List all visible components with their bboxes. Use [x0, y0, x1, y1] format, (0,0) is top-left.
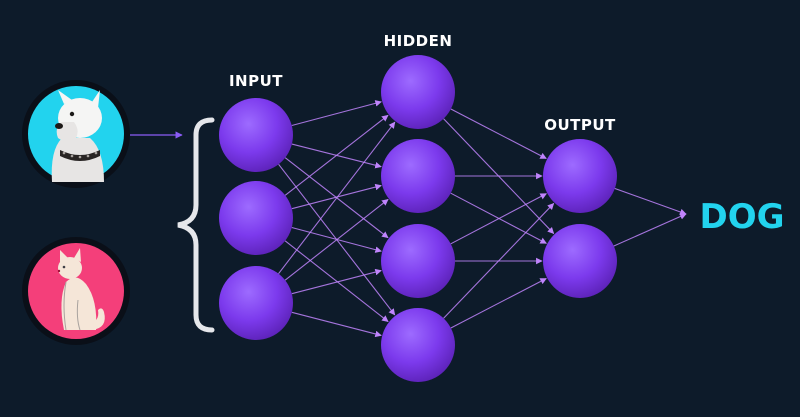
connection-input-3-to-hidden-4 — [291, 311, 382, 338]
input-neuron-2 — [219, 181, 293, 255]
hidden-layer-label: HIDDEN — [384, 32, 453, 50]
hidden-neuron-2 — [381, 139, 455, 213]
output-neuron-1 — [543, 139, 617, 213]
hidden-neuron-3 — [381, 224, 455, 298]
hidden-neuron-1 — [381, 55, 455, 129]
cat-icon — [57, 248, 105, 331]
connection-input-3-to-hidden-3 — [291, 268, 382, 295]
input-neuron-3 — [219, 266, 293, 340]
dog-icon — [51, 90, 104, 182]
connections — [278, 100, 687, 338]
hidden-neuron-4 — [381, 308, 455, 382]
connection-input-2-to-hidden-4 — [284, 240, 389, 322]
connection-hidden-1-to-output-1 — [450, 108, 547, 159]
input-bracket — [177, 117, 215, 333]
result-label: DOG — [699, 197, 784, 237]
connection-hidden-3-to-output-1 — [450, 193, 547, 245]
connection-input-2-to-hidden-2 — [291, 183, 382, 210]
dog-image — [22, 80, 130, 188]
output-neuron-2 — [543, 224, 617, 298]
connection-hidden-4-to-output-2 — [450, 278, 547, 329]
input-layer-label: INPUT — [229, 72, 283, 90]
connection-input-2-to-hidden-1 — [284, 114, 389, 196]
connection-hidden-4-to-output-1 — [443, 202, 555, 319]
neurons — [219, 55, 617, 382]
output-layer-label: OUTPUT — [544, 116, 616, 134]
connection-input-3-to-hidden-1 — [278, 121, 396, 274]
connection-input-1-to-hidden-1 — [291, 100, 382, 127]
cat-image — [22, 237, 130, 345]
input-neuron-1 — [219, 98, 293, 172]
connection-input-3-to-hidden-2 — [284, 199, 389, 281]
